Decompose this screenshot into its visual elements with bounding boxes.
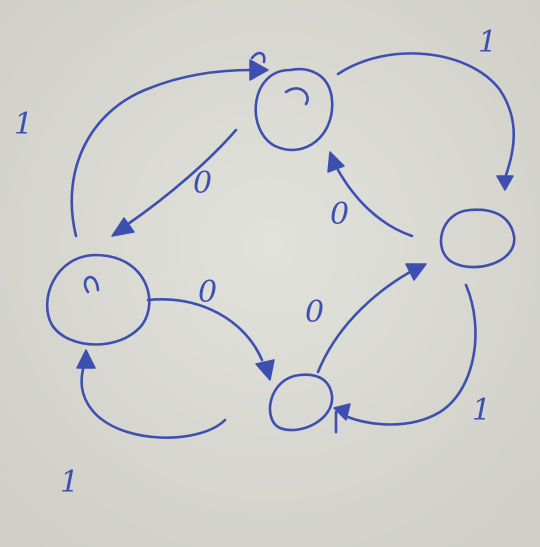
node-left [46,253,151,346]
edge-bottom-to-right-label: 0 [305,295,324,330]
edge-right-to-bottom-label: 1 [472,393,491,428]
edge-right-to-bottom [333,283,477,434]
edge-right-to-top [327,151,414,238]
edge-left-to-bottom [146,298,275,381]
edge-left-to-bottom-label: 0 [198,275,217,310]
edge-left-self-loop-label: 1 [60,465,79,500]
node-right [439,208,516,269]
edge-left-self-loop [76,349,227,439]
edge-left-to-top-label: 1 [14,107,33,142]
edge-left-to-top [70,51,269,238]
edge-top-to-left-label: 0 [193,166,212,201]
edge-top-to-right [336,52,516,191]
node-bottom [268,373,334,432]
edge-top-to-left [111,128,238,237]
edge-bottom-to-right [316,263,427,374]
edge-right-to-top-label: 0 [330,197,349,232]
node-top [254,67,334,152]
edge-top-to-right-label: 1 [478,25,497,60]
